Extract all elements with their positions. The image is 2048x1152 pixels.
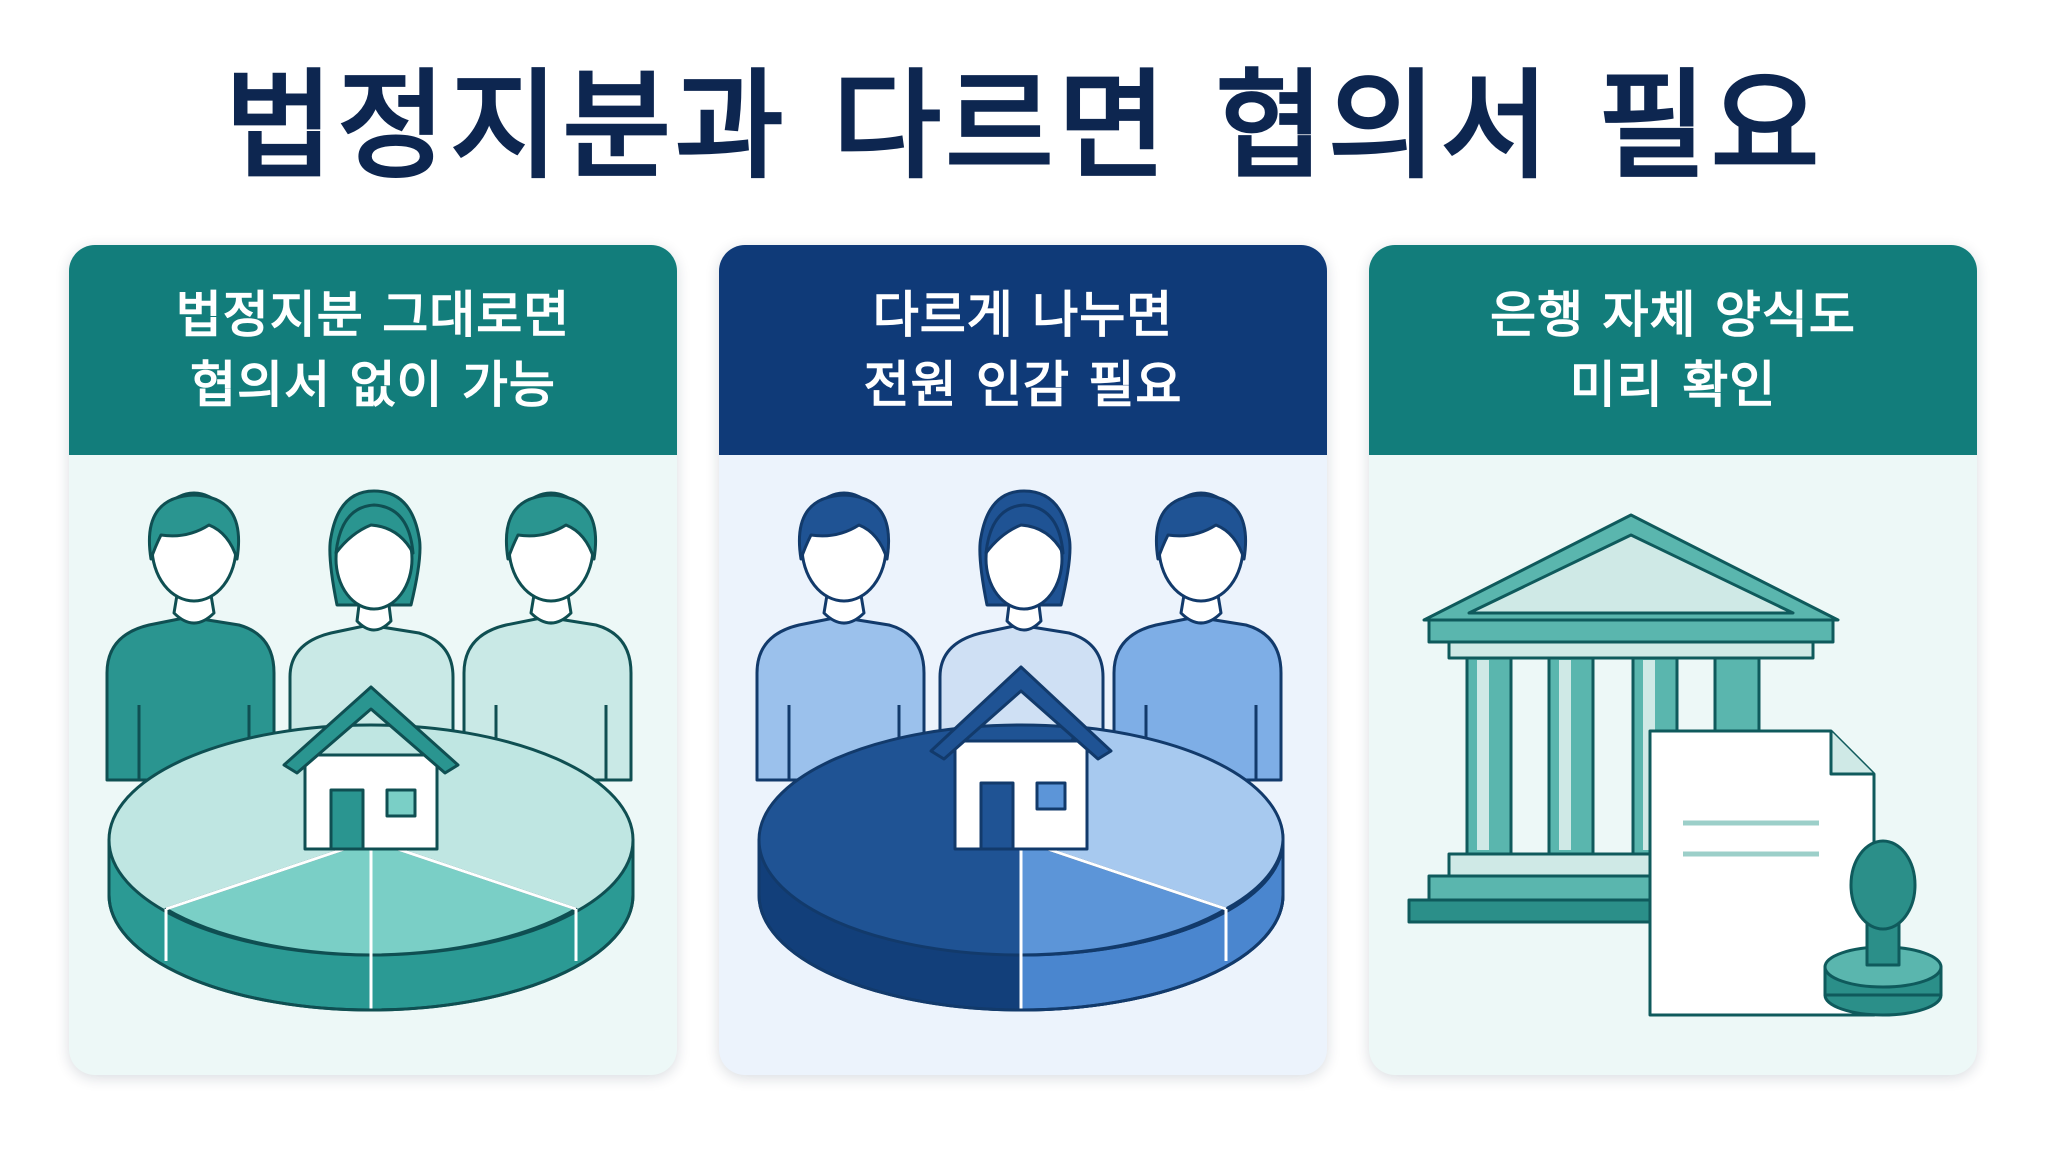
- page-title: 법정지분과 다르면 협의서 필요: [224, 57, 1824, 195]
- stamp-icon: [1823, 839, 1943, 1017]
- pie-chart-icon: [757, 723, 1285, 1012]
- people-with-unequal-share-pie-icon: [755, 489, 1285, 1012]
- bank-document-stamp-icon: [1407, 513, 1943, 1017]
- card-heading-line-2: 미리 확인: [1569, 356, 1777, 414]
- card-heading-line-2: 전원 인감 필요: [863, 356, 1183, 414]
- card-heading-line-2: 협의서 없이 가능: [190, 356, 556, 414]
- house-icon: [282, 685, 460, 851]
- info-card-legal-share: 법정지분 그대로면 협의서 없이 가능: [69, 245, 677, 1075]
- person-icon: [462, 491, 633, 782]
- card-heading-line-1: 다르게 나누면: [872, 286, 1174, 344]
- people-with-equal-share-pie-icon: [105, 489, 635, 1012]
- person-icon: [105, 491, 276, 782]
- card-header: 은행 자체 양식도 미리 확인: [1369, 245, 1977, 455]
- document-icon: [1648, 729, 1876, 1017]
- card-heading-line-1: 은행 자체 양식도: [1490, 286, 1856, 344]
- info-card-bank-form: 은행 자체 양식도 미리 확인: [1369, 245, 1977, 1075]
- card-header: 다르게 나누면 전원 인감 필요: [719, 245, 1327, 455]
- person-icon: [755, 491, 926, 782]
- house-icon: [929, 665, 1113, 851]
- info-card-different-share: 다르게 나누면 전원 인감 필요: [719, 245, 1327, 1075]
- card-heading-line-1: 법정지분 그대로면: [175, 286, 571, 344]
- card-header: 법정지분 그대로면 협의서 없이 가능: [69, 245, 677, 455]
